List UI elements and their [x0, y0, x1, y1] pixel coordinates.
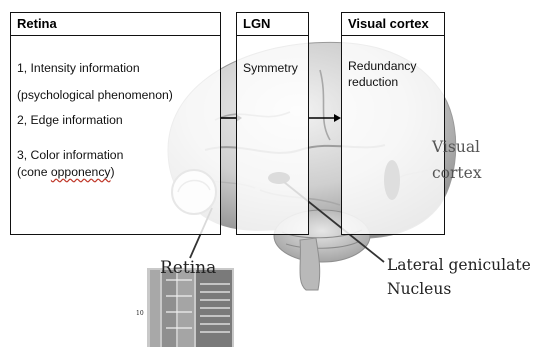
label-visual: Visual — [432, 138, 480, 156]
lgn-line-symmetry: Symmetry — [243, 61, 298, 75]
retina-line-cone: (cone opponency) — [17, 165, 115, 179]
cone-suffix: ) — [111, 165, 115, 179]
opponency-word: opponency — [51, 165, 111, 179]
lgn-box: LGN Symmetry — [236, 12, 309, 235]
cortex-line-redundancy: Redundancy — [348, 59, 416, 73]
retina-box: Retina 1, Intensity information (psychol… — [10, 12, 221, 235]
label-nucleus: Nucleus — [387, 280, 451, 298]
label-retina: Retina — [160, 258, 216, 278]
label-cortex: cortex — [432, 164, 482, 182]
retina-layers-thumbnail — [147, 268, 234, 347]
lgn-box-title: LGN — [237, 13, 308, 36]
visual-cortex-box-title: Visual cortex — [342, 13, 444, 36]
visual-cortex-box: Visual cortex Redundancy reduction — [341, 12, 445, 235]
cone-prefix: (cone — [17, 165, 51, 179]
brainstem-shape — [300, 238, 320, 290]
retina-box-title: Retina — [11, 13, 220, 36]
label-lateral-geniculate: Lateral geniculate — [387, 256, 531, 274]
cortex-line-reduction: reduction — [348, 75, 398, 89]
retina-line-edge: 2, Edge information — [17, 113, 123, 127]
retina-line-color: 3, Color information — [17, 148, 123, 162]
retina-line-intensity: 1, Intensity information — [17, 61, 140, 75]
thumbnail-number: 10 — [136, 310, 144, 317]
retina-line-psych: (psychological phenomenon) — [17, 88, 173, 102]
